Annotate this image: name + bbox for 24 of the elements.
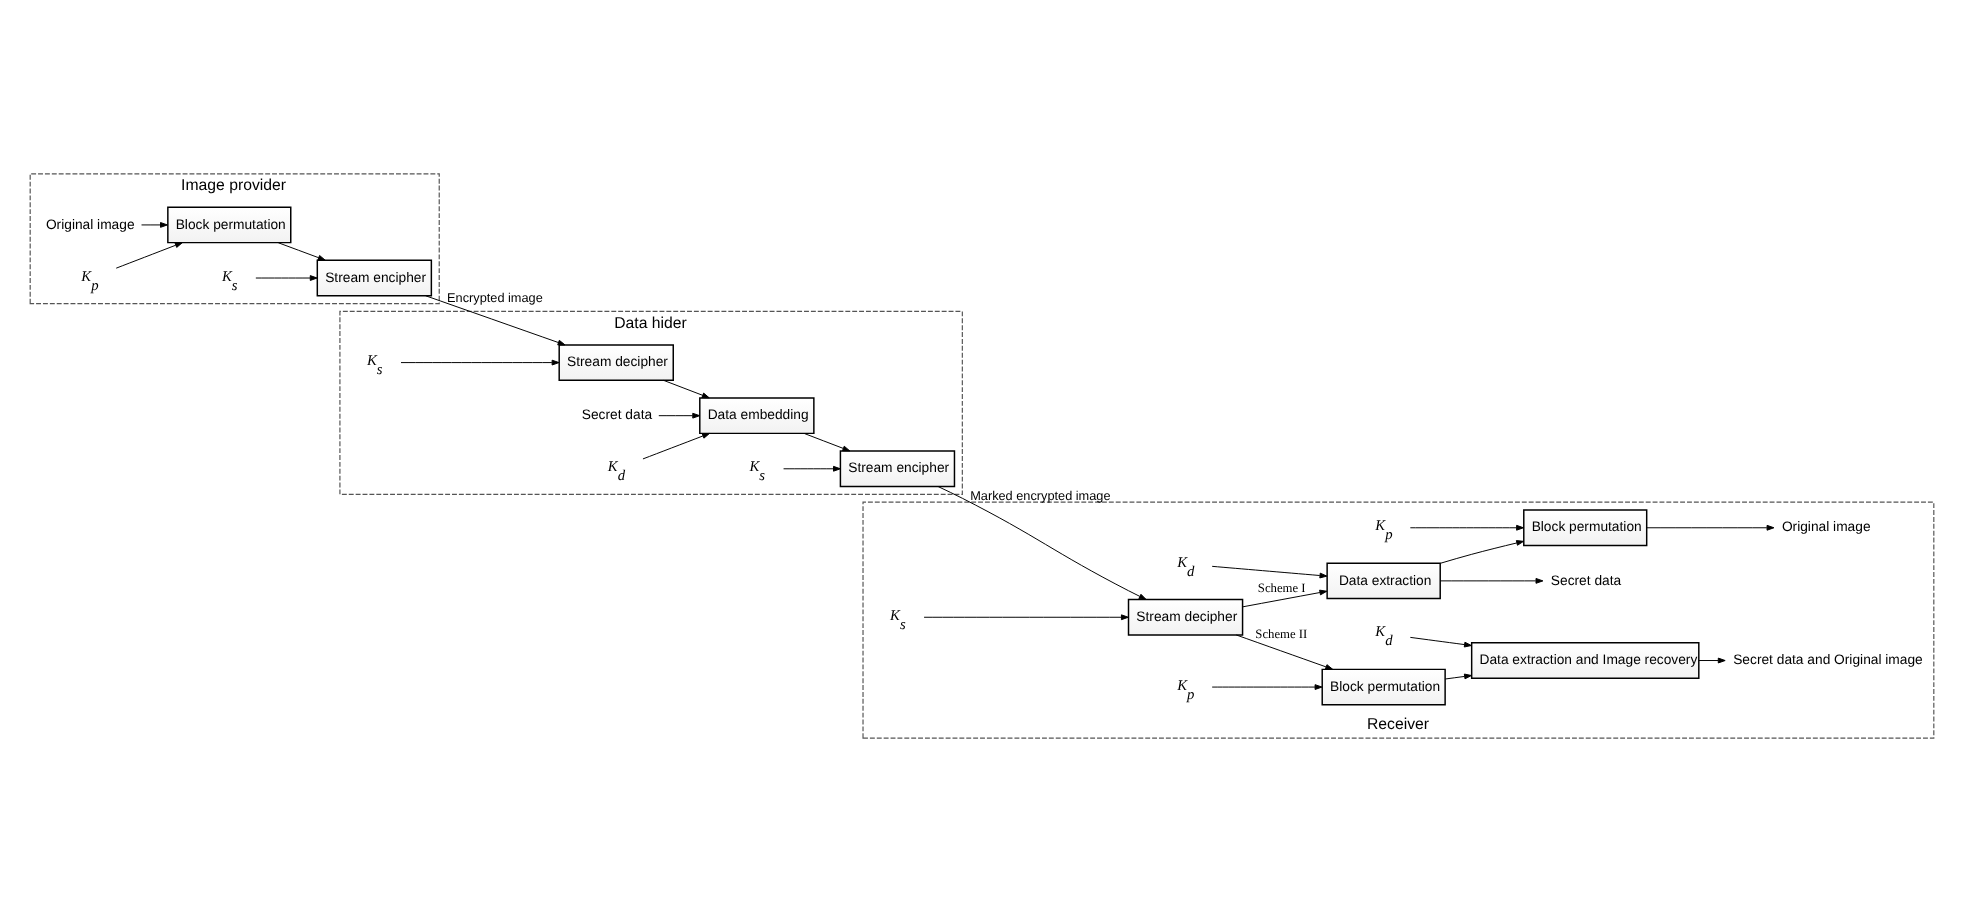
arrow [1242, 588, 1328, 607]
arrow [1444, 672, 1472, 679]
arrow [642, 431, 710, 459]
arrow [1235, 633, 1334, 669]
arrow [1409, 523, 1524, 530]
arrow [141, 221, 168, 227]
arrow [1698, 656, 1726, 663]
arrow [1211, 683, 1323, 689]
arrow [255, 274, 318, 280]
arrow [1439, 577, 1544, 583]
arrow [115, 241, 183, 268]
arrow [658, 411, 701, 418]
arrow [783, 464, 841, 471]
arrow [1440, 539, 1525, 563]
arrow [400, 358, 560, 365]
arrow [425, 294, 566, 345]
arrow [923, 613, 1129, 620]
arrow [1211, 564, 1328, 578]
arrow [1409, 635, 1472, 647]
arrow [803, 432, 851, 451]
arrow [663, 378, 710, 398]
arrow [277, 241, 326, 260]
arrow [1646, 523, 1775, 530]
arrow [937, 485, 1147, 599]
